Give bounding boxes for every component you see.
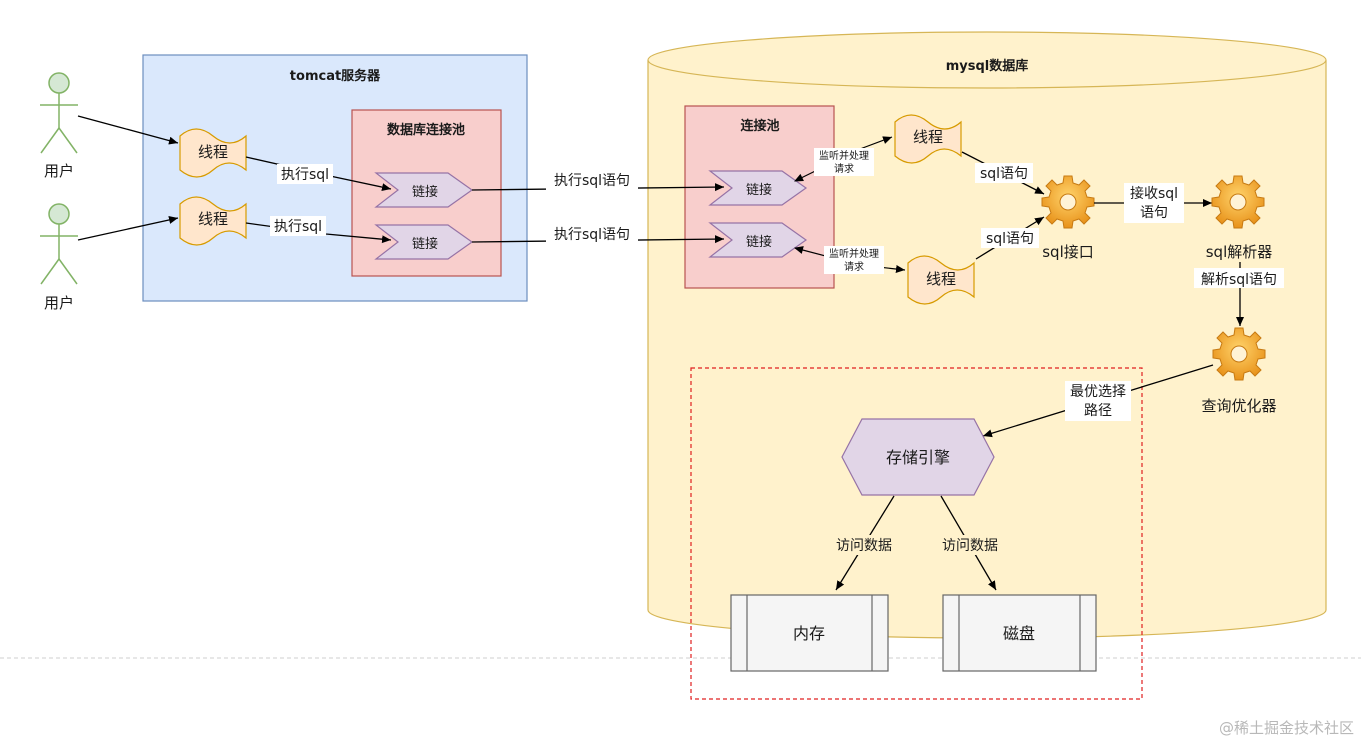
thread-label: 线程	[198, 210, 228, 228]
label-bg	[981, 228, 1039, 248]
user-label: 用户	[44, 162, 74, 180]
exec-statement-label: 执行sql语句	[554, 173, 630, 189]
best-path-label: 最优选择	[1070, 384, 1126, 400]
mysql-link-label: 链接	[746, 234, 772, 250]
best-path-label: 路径	[1084, 403, 1112, 419]
disk-box	[942, 594, 1097, 672]
link-label: 链接	[412, 236, 438, 252]
label-bg	[1124, 183, 1184, 223]
mysql-thread-label: 线程	[926, 270, 956, 288]
sql-statement-label: sql语句	[986, 231, 1034, 247]
label-bg	[936, 535, 1004, 555]
thread-label: 线程	[198, 143, 228, 161]
label-bg	[975, 163, 1033, 183]
user-actor-icon	[39, 72, 79, 154]
user-label: 用户	[44, 294, 74, 312]
listen-label: 请求	[834, 162, 854, 175]
disk-label: 磁盘	[1003, 624, 1035, 643]
sql-parser-gear-icon	[1211, 175, 1265, 229]
storage-layer-region	[690, 367, 1143, 700]
sql-interface-gear-icon	[1041, 175, 1095, 229]
tomcat-title: tomcat服务器	[290, 68, 381, 84]
arrow-user-to-thread	[77, 216, 179, 241]
label-bg	[1065, 381, 1131, 421]
tomcat-pool-title: 数据库连接池	[387, 122, 465, 138]
memory-label: 内存	[793, 624, 825, 643]
receive-sql-label: 接收sql	[1130, 185, 1178, 202]
link-label: 链接	[412, 184, 438, 200]
label-bg	[1194, 268, 1284, 288]
exec-sql-label: 执行sql	[274, 219, 322, 235]
query-optimizer-gear-icon	[1212, 327, 1266, 381]
query-optimizer-label: 查询优化器	[1201, 397, 1276, 415]
listen-label: 监听并处理	[829, 247, 879, 260]
exec-sql-label: 执行sql	[281, 167, 329, 183]
mysql-link-label: 链接	[746, 182, 772, 198]
mysql-thread-label: 线程	[913, 128, 943, 146]
label-bg	[814, 148, 874, 176]
exec-statement-label: 执行sql语句	[554, 227, 630, 243]
label-bg	[830, 535, 898, 555]
storage-engine-label: 存储引擎	[886, 448, 950, 467]
access-data-label: 访问数据	[942, 538, 998, 554]
mysql-pool-title: 连接池	[740, 118, 779, 134]
listen-label: 请求	[844, 260, 864, 273]
label-bg	[546, 224, 638, 244]
memory-box	[730, 594, 889, 672]
label-bg	[277, 164, 333, 184]
sql-statement-label: sql语句	[980, 166, 1028, 182]
label-bg	[824, 246, 884, 274]
label-bg	[270, 216, 326, 236]
sql-interface-label: sql接口	[1042, 243, 1094, 261]
listen-label: 监听并处理	[819, 149, 869, 162]
arrow-user-to-thread	[77, 115, 179, 145]
label-bg	[546, 170, 638, 190]
user-actor-icon	[39, 203, 79, 285]
access-data-label: 访问数据	[836, 538, 892, 554]
mysql-title: mysql数据库	[946, 58, 1029, 74]
sql-parser-label: sql解析器	[1206, 243, 1273, 261]
parse-sql-label: 解析sql语句	[1201, 272, 1277, 288]
watermark: @稀土掘金技术社区	[1219, 719, 1354, 737]
mysql-cylinder-top	[647, 31, 1327, 89]
storage-engine-hexagon	[841, 418, 995, 496]
receive-sql-label: 语句	[1140, 205, 1168, 221]
